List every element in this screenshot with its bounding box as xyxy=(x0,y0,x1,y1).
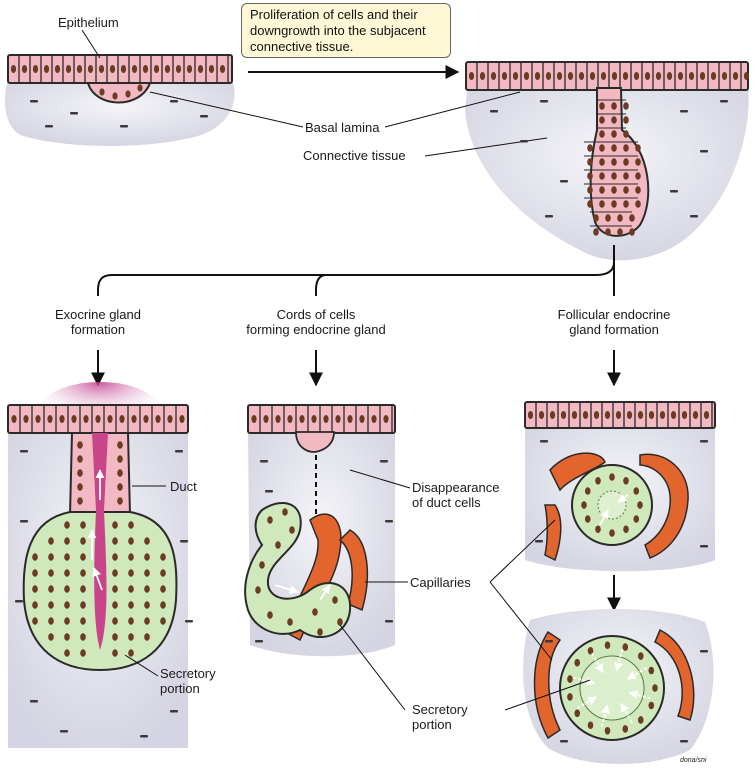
label-secretory-left-1: Secretory xyxy=(160,666,216,681)
label-disappearance-1: Disappearance xyxy=(412,480,499,495)
label-exocrine-1: Exocrine gland xyxy=(55,307,141,322)
connective-tissue-1 xyxy=(4,80,235,146)
labels: Epithelium Basal lamina Connective tissu… xyxy=(55,15,707,764)
label-epithelium: Epithelium xyxy=(58,15,119,30)
label-secretory-right-1: Secretory xyxy=(412,702,468,717)
secretory-lumen xyxy=(94,510,107,650)
branch-arrows xyxy=(91,350,621,387)
label-cords-1: Cords of cells xyxy=(277,307,356,322)
downgrowth-cell-mass xyxy=(589,87,650,237)
epithelium-layer-2 xyxy=(465,61,750,91)
label-exocrine-2: formation xyxy=(71,322,125,337)
label-follicular-2: gland formation xyxy=(569,322,659,337)
leader-lines-top xyxy=(81,29,548,157)
stage-downgrowth xyxy=(465,61,750,261)
label-capillaries: Capillaries xyxy=(410,575,471,590)
label-basal-lamina: Basal lamina xyxy=(305,120,380,135)
follicle-colloid xyxy=(579,655,645,721)
capillary-follicle-2 xyxy=(639,453,689,559)
callout-line-2: downgrowth into the subjacent xyxy=(250,23,426,38)
capillary-mature-1 xyxy=(533,630,562,740)
artist-signature: dona/sni xyxy=(680,757,707,764)
fibroblast-nuclei xyxy=(15,100,728,743)
branch-connector xyxy=(97,245,615,296)
endocrine-cord xyxy=(244,501,352,639)
label-duct: Duct xyxy=(170,479,197,494)
leader-lines-bottom xyxy=(124,469,591,711)
proliferation-callout: Proliferation of cells and their downgro… xyxy=(241,3,451,58)
capillary-follicle-3 xyxy=(544,504,562,562)
callout-line-3: connective tissue. xyxy=(250,39,354,54)
callout-line-1: Proliferation of cells and their xyxy=(250,7,418,22)
capillary-cord-2 xyxy=(338,529,369,612)
stage-cords xyxy=(244,404,396,657)
label-follicular-1: Follicular endocrine xyxy=(558,307,671,322)
capillary-mature-2 xyxy=(654,628,695,721)
stage-follicular-early xyxy=(524,401,716,572)
label-connective-tissue: Connective tissue xyxy=(303,148,406,163)
epithelium-layer-1 xyxy=(7,54,233,104)
stage-exocrine xyxy=(7,382,189,748)
label-secretory-right-2: portion xyxy=(412,717,452,732)
epithelium-layer-5 xyxy=(524,401,716,429)
epithelium-layer-3 xyxy=(7,404,189,434)
label-cords-2: forming endocrine gland xyxy=(246,322,385,337)
residual-bud xyxy=(295,431,335,453)
label-secretory-left-2: portion xyxy=(160,681,200,696)
epithelium-layer-4 xyxy=(247,404,396,434)
label-disappearance-2: of duct cells xyxy=(412,495,481,510)
capillary-follicle-1 xyxy=(549,452,606,492)
stage-follicular-mature xyxy=(523,608,714,765)
stage-epithelium xyxy=(4,54,235,146)
